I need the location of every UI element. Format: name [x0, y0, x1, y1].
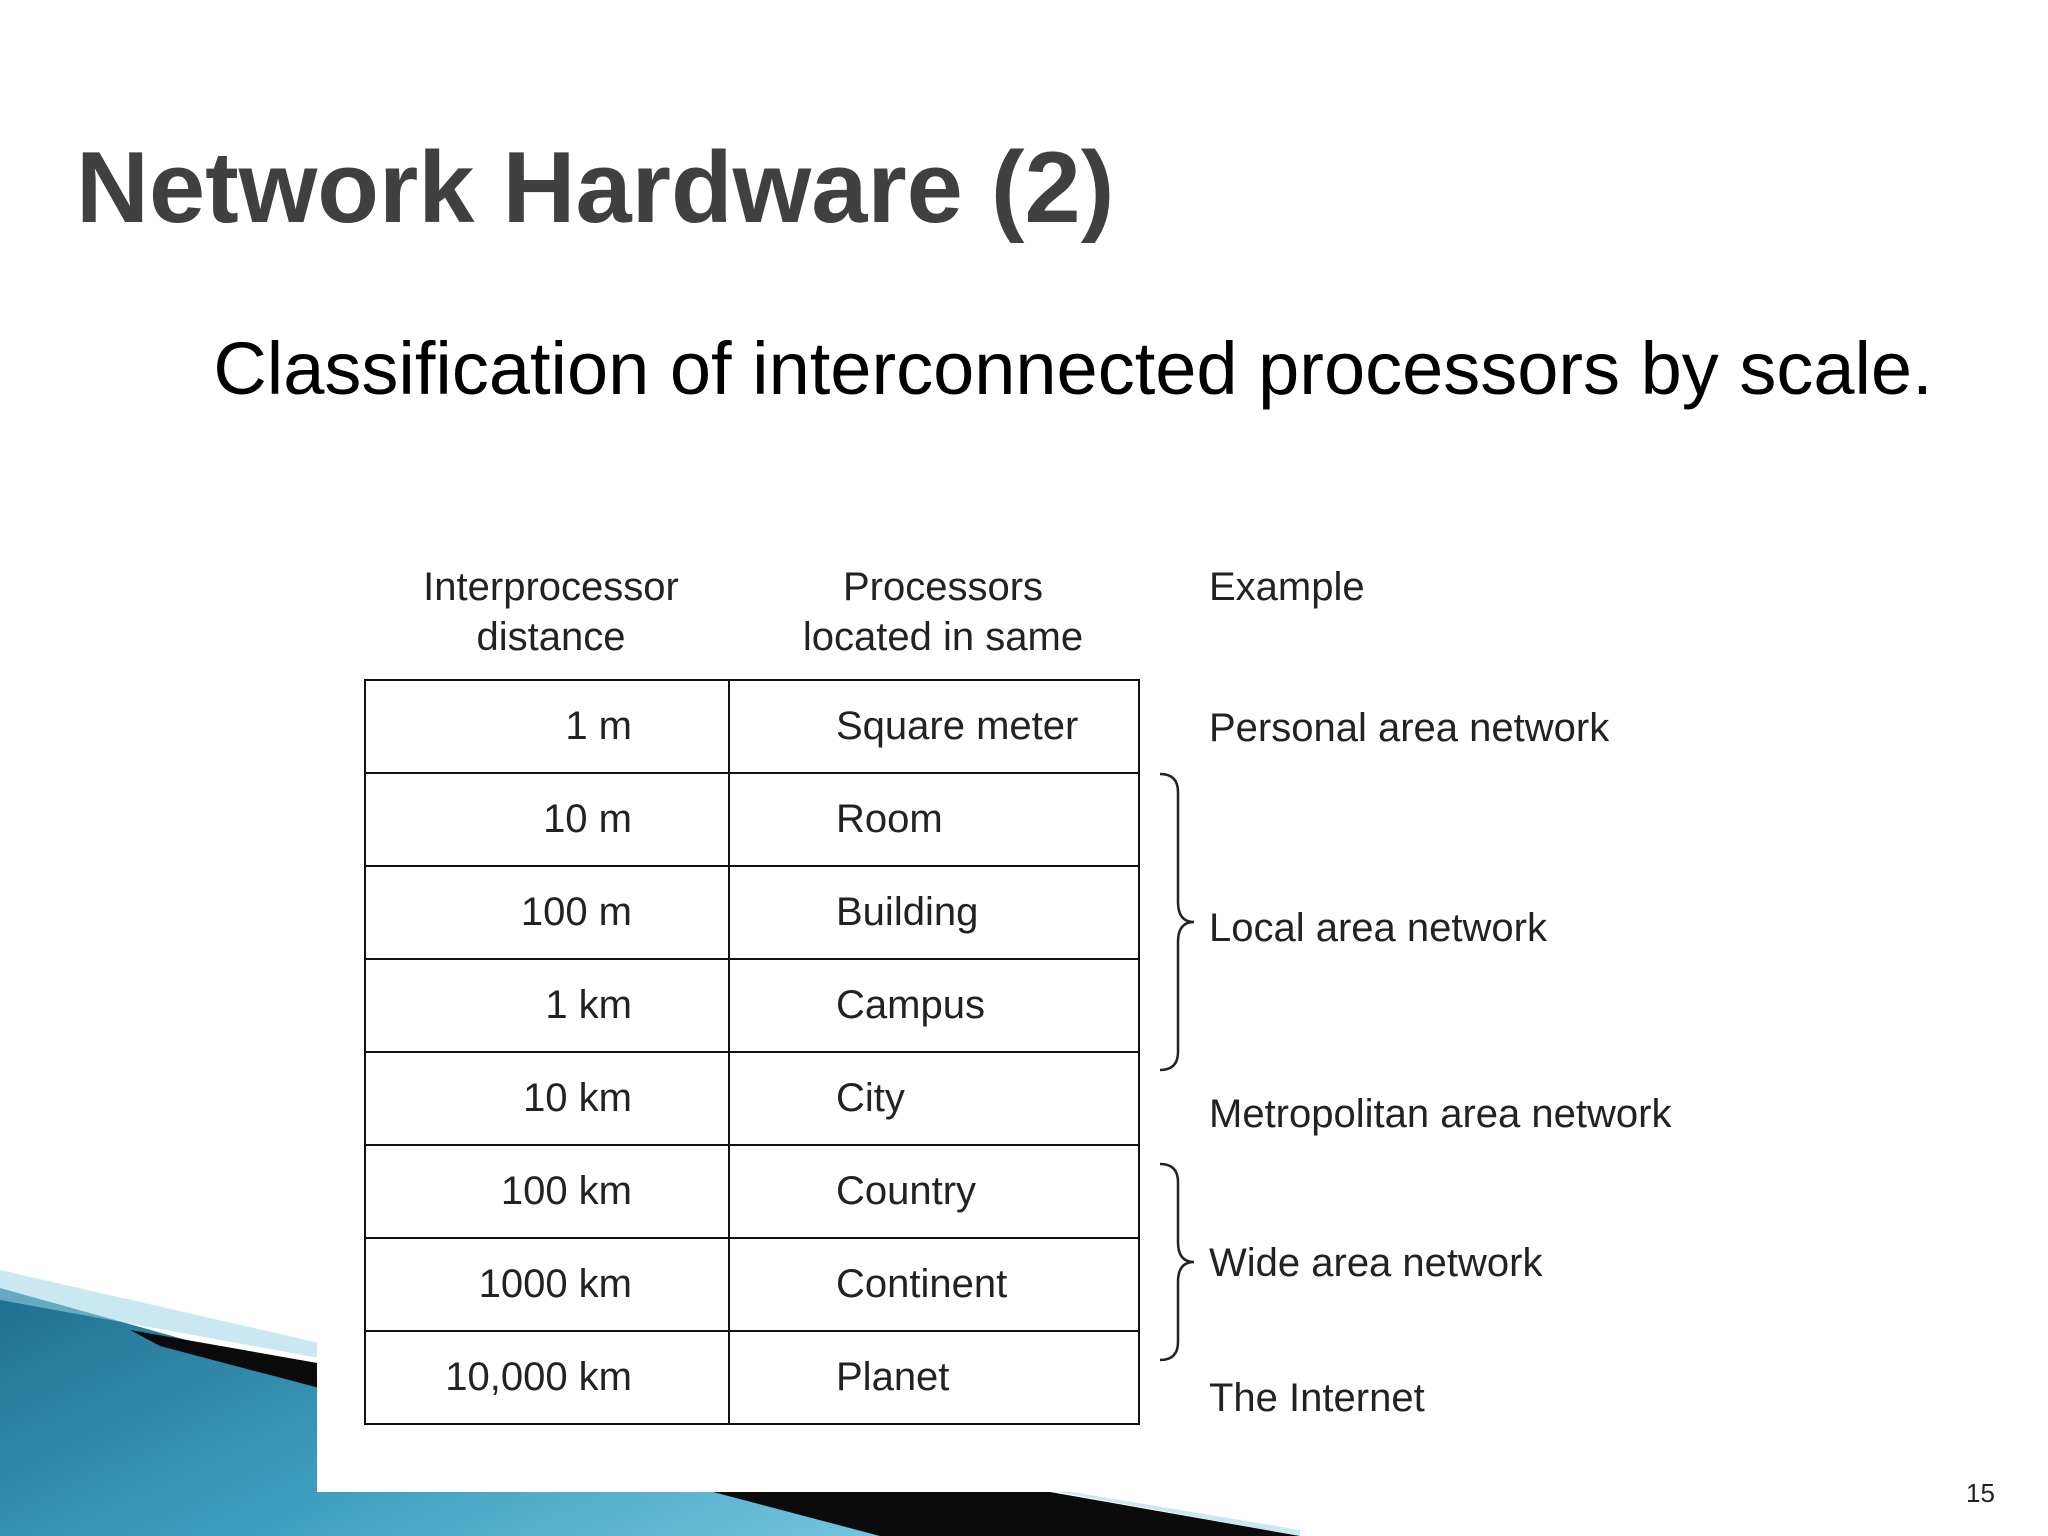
lan-brace-icon — [1159, 772, 1195, 1072]
page-number: 15 — [1966, 1478, 1995, 1508]
wan-brace-icon — [1159, 1162, 1195, 1362]
table-row: 10,000 km Planet — [364, 1330, 1140, 1425]
located-cell: Campus — [728, 958, 1140, 1053]
table-row: 100 m Building — [364, 865, 1140, 960]
located-cell: Room — [728, 772, 1140, 867]
located-cell: Country — [728, 1144, 1140, 1239]
table-row: 10 m Room — [364, 772, 1140, 867]
distance-cell: 1000 km — [364, 1237, 730, 1332]
table-row: 1 m Square meter — [364, 679, 1140, 774]
table-row: 100 km Country — [364, 1144, 1140, 1239]
slide-subtitle: Classification of interconnected process… — [213, 327, 1933, 410]
located-cell: Building — [728, 865, 1140, 960]
scale-table: 1 m Square meter 10 m Room 100 m Buildin… — [364, 679, 1140, 1425]
example-the-internet: The Internet — [1209, 1376, 1425, 1420]
distance-cell: 10 m — [364, 772, 730, 867]
slide-title: Network Hardware (2) — [76, 132, 1115, 244]
header-example: Example — [1209, 565, 1365, 609]
example-local-area-network: Local area network — [1209, 906, 1547, 950]
located-cell: Square meter — [728, 679, 1140, 774]
table-row: 1000 km Continent — [364, 1237, 1140, 1332]
distance-cell: 10,000 km — [364, 1330, 730, 1425]
example-wide-area-network: Wide area network — [1209, 1241, 1543, 1285]
table-row: 1 km Campus — [364, 958, 1140, 1053]
distance-cell: 100 m — [364, 865, 730, 960]
example-personal-area-network: Personal area network — [1209, 706, 1610, 750]
distance-cell: 10 km — [364, 1051, 730, 1146]
distance-cell: 1 km — [364, 958, 730, 1053]
distance-cell: 1 m — [364, 679, 730, 774]
header-interprocessor-distance: Interprocessor distance — [423, 565, 679, 659]
table-row: 10 km City — [364, 1051, 1140, 1146]
located-cell: Continent — [728, 1237, 1140, 1332]
distance-cell: 100 km — [364, 1144, 730, 1239]
header-processors-located: Processors located in same — [802, 565, 1084, 659]
example-metropolitan-area-network: Metropolitan area network — [1209, 1092, 1672, 1136]
located-cell: City — [728, 1051, 1140, 1146]
located-cell: Planet — [728, 1330, 1140, 1425]
